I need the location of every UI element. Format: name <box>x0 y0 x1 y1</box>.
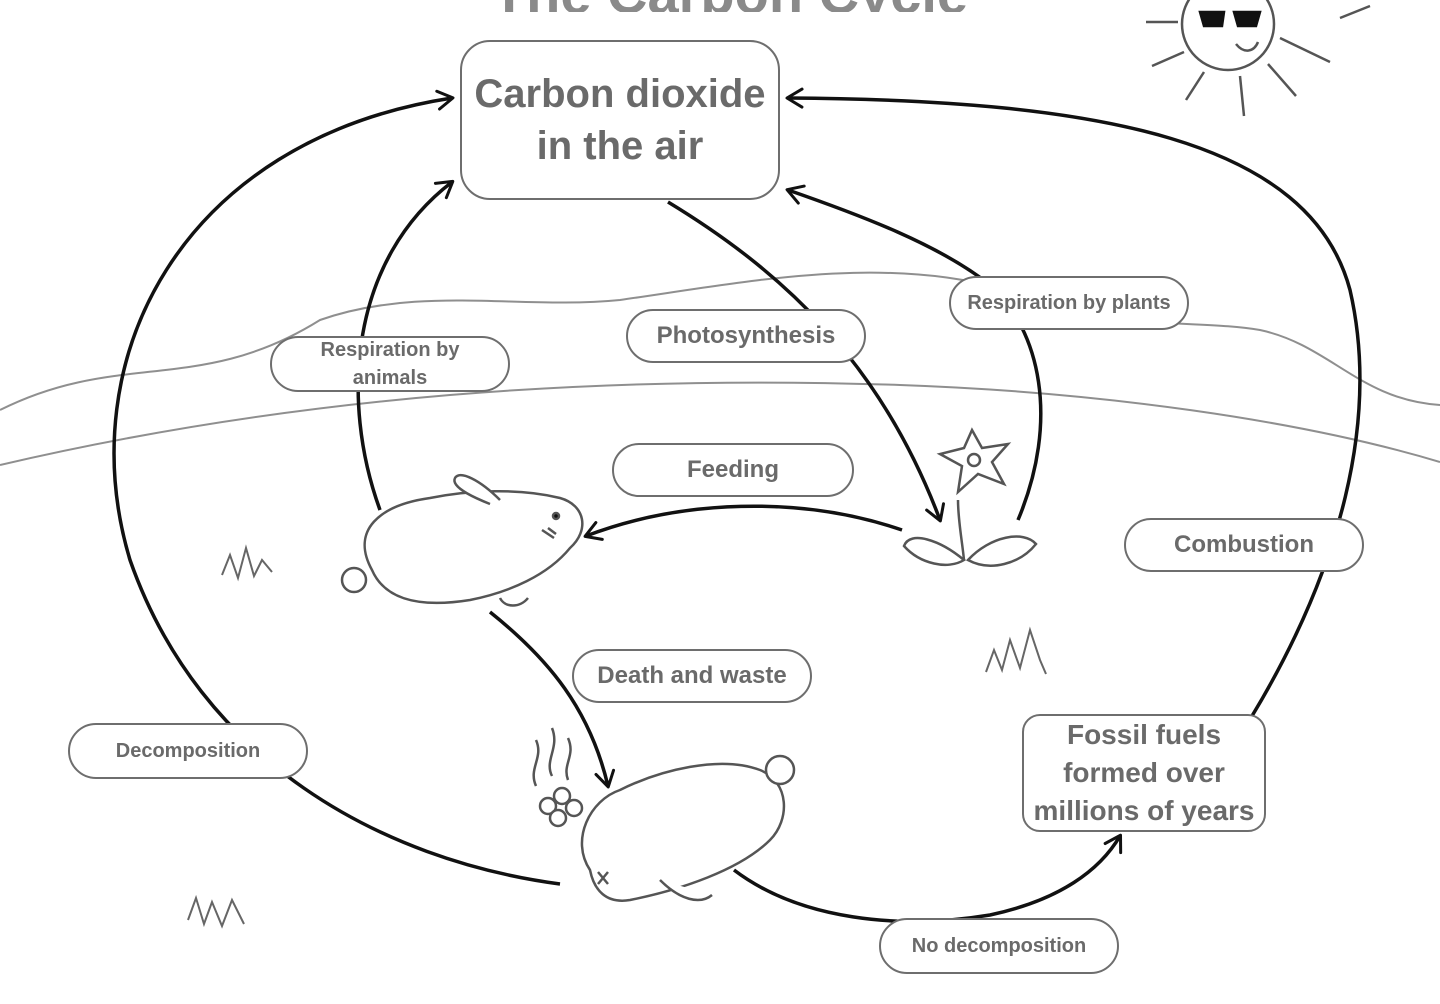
grass-tuft-icon <box>187 544 1047 929</box>
fossil-line-3: millions of years <box>1033 795 1255 826</box>
fossil-line-2: formed over <box>1063 757 1225 788</box>
death-waste-text: Death and waste <box>597 662 787 689</box>
feeding-text: Feeding <box>686 456 779 483</box>
combustion-label: Combustion <box>1124 518 1364 572</box>
co2-in-air-box: Carbon dioxide in the air <box>460 40 780 200</box>
diagram-title: The Carbon Cycle <box>440 0 1020 12</box>
no-decomposition-text: No decomposition <box>911 935 1087 957</box>
arrow-death-waste <box>488 610 616 789</box>
flower-icon <box>902 427 1038 567</box>
photosynthesis-label: Photosynthesis <box>626 309 866 363</box>
respiration-plants-text: Respiration by plants <box>967 292 1171 314</box>
feeding-label: Feeding <box>612 443 854 497</box>
fossil-line-1: Fossil fuels <box>1066 719 1222 750</box>
sun-icon <box>1146 0 1371 117</box>
death-and-waste-label: Death and waste <box>572 649 812 703</box>
combustion-text: Combustion <box>1174 531 1314 558</box>
arrow-combustion <box>785 87 1362 717</box>
photosynthesis-text: Photosynthesis <box>656 322 836 349</box>
arrow-decomposition <box>112 89 561 886</box>
respiration-by-plants-label: Respiration by plants <box>949 276 1189 330</box>
horizon-line <box>0 381 1440 466</box>
fossil-fuels-box: Fossil fuels formed over millions of yea… <box>1022 714 1266 832</box>
decomposition-label: Decomposition <box>68 723 308 779</box>
arrow-respiration-animals <box>356 179 455 511</box>
rabbit-icon <box>340 474 584 607</box>
respiration-animals-line-2: animals <box>352 367 428 389</box>
dead-rabbit-icon <box>532 727 796 902</box>
no-decomposition-label: No decomposition <box>879 918 1119 974</box>
co2-line-2: in the air <box>536 124 704 168</box>
respiration-by-animals-label: Respiration by animals <box>270 336 510 392</box>
hill-line <box>0 271 1440 411</box>
respiration-animals-line-1: Respiration by <box>320 339 460 361</box>
co2-line-1: Carbon dioxide <box>474 72 766 116</box>
arrow-no-decomposition <box>732 833 1123 924</box>
decomposition-text: Decomposition <box>115 740 261 762</box>
arrow-feeding <box>583 504 903 541</box>
